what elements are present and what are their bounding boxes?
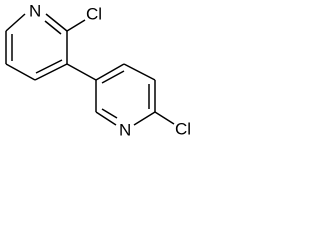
structure-canvas: N Cl N Cl [0,0,222,158]
bond-n-c2p-inner [101,108,118,119]
lower-pyridine-ring: N Cl [95,63,191,139]
bond-n-c2p [95,111,117,126]
bond-c4-c5 [34,63,68,81]
bond-biaryl [66,63,97,81]
bond-c4p-c5p [123,63,156,81]
atom-cl-top: Cl [86,4,102,23]
bond-c6-cl [66,19,86,32]
molecule-drawing: N Cl N Cl [5,1,191,139]
atom-n-bottom: N [119,120,131,139]
atom-n-top: N [29,1,41,20]
bond-c6-n1-inner [44,20,62,35]
bond-n1-c2 [5,13,26,32]
bond-c6p-cl [154,111,175,125]
bond-c3-c4 [5,63,36,81]
upper-pyridine-ring: N Cl [5,1,102,81]
bond-c3p-c4p-inner [101,70,125,84]
bond-c3p-c4p [95,63,125,81]
bond-c4-c5-inner [35,59,63,74]
atom-cl-bottom: Cl [175,119,191,138]
bond-c6p-n [133,111,156,126]
bond-c6-n1 [45,13,68,32]
